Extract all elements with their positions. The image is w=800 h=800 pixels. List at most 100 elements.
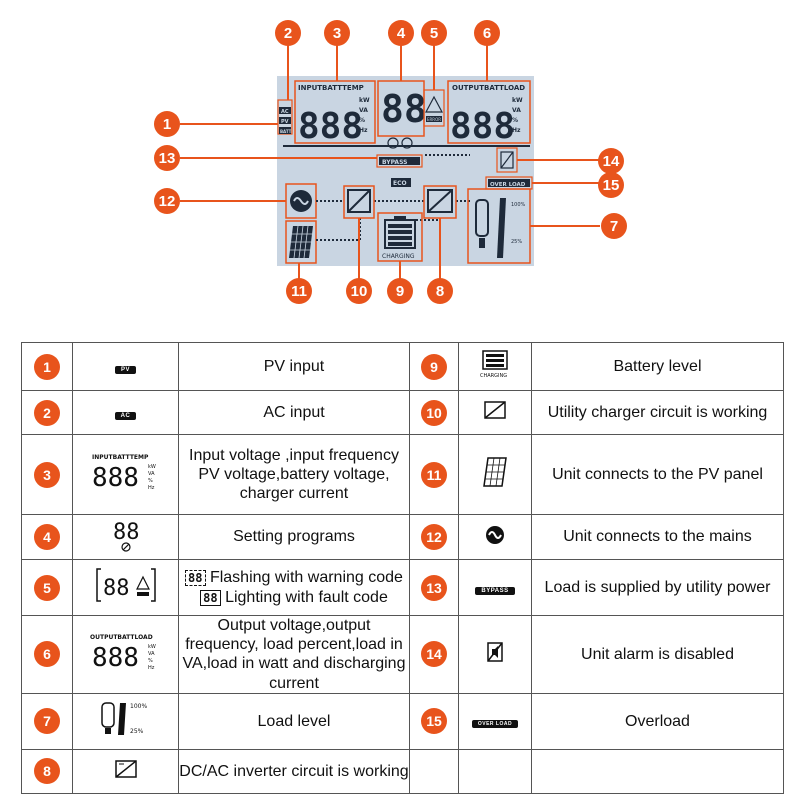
- legend-desc: Unit connects to the mains: [531, 514, 784, 560]
- legend-desc: Overload: [531, 692, 784, 750]
- overload-pill: [488, 179, 530, 187]
- mains-icon: [486, 525, 504, 544]
- setting-icon-b: [401, 137, 413, 149]
- legend-desc: Battery level: [531, 342, 784, 391]
- callout-7: 7: [601, 213, 627, 239]
- setting-digits: 88: [381, 87, 427, 131]
- legend-row: 3 INPUTBATTTEMP 888 kW VA % Hz Input vol…: [21, 434, 784, 515]
- legend-row: 5 88 88 Flashing with warning code 88 Li…: [21, 559, 784, 616]
- legend-desc: Utility charger circuit is working: [531, 390, 784, 435]
- lcd-background: [277, 76, 534, 266]
- callout-8: 8: [427, 278, 453, 304]
- legend-desc: Load level: [178, 692, 410, 750]
- legend-desc: DC/AC inverter circuit is working: [178, 748, 410, 794]
- setting-display-icon: 88: [113, 520, 139, 552]
- svg-text:888: 888: [92, 463, 139, 492]
- callout-11: 11: [286, 278, 312, 304]
- pv-panel-highlight: [285, 220, 317, 264]
- legend-number: 9: [421, 353, 447, 380]
- svg-text:%: %: [148, 658, 153, 664]
- utility-charger-icon: [347, 189, 371, 213]
- input-unit-va: VA: [359, 107, 368, 114]
- callout-4: 4: [388, 20, 414, 46]
- warning-display-icon: 88: [95, 568, 156, 602]
- svg-text:100%: 100%: [130, 703, 147, 710]
- svg-text:VA: VA: [148, 651, 155, 657]
- lcd-diagram: INPUTBATTTEMP 888 kW VA % Hz AC PV BATT …: [0, 0, 800, 330]
- legend-number: 11: [421, 461, 447, 488]
- svg-text:INPUTBATTTEMP: INPUTBATTTEMP: [92, 454, 149, 461]
- inverter-icon: [427, 189, 453, 213]
- warning-desc-flashing: 88 Flashing with warning code: [179, 568, 409, 587]
- eco-pill-label: ECO: [393, 180, 407, 187]
- warning-triangle-icon: [425, 95, 443, 113]
- legend-number: 7: [34, 708, 60, 735]
- legend-row: 1 PV PV input 9 CHARGING Battery level: [21, 342, 784, 391]
- svg-text:88: 88: [103, 576, 130, 601]
- legend-number: 14: [421, 641, 447, 668]
- bypass-pill: [379, 157, 420, 165]
- legend-number: 1: [34, 353, 60, 380]
- legend-desc: Load is supplied by utility power: [531, 559, 784, 616]
- legend-desc: Output voltage,output frequency, load pe…: [178, 615, 410, 694]
- legend-number: 12: [421, 524, 447, 550]
- bypass-highlight: [376, 154, 423, 168]
- svg-text:kW: kW: [148, 464, 156, 470]
- load-level-icon: 100% 25%: [100, 702, 147, 735]
- alarm-disabled-icon: [487, 642, 503, 662]
- legend-number: 2: [34, 399, 60, 426]
- battery-level-icon: CHARGING: [480, 350, 508, 379]
- callout-2: 2: [275, 20, 301, 46]
- batt-pill-label: BATT: [280, 129, 292, 134]
- svg-text:%: %: [148, 478, 153, 484]
- warning-desc-lighting: 88 Lighting with fault code: [179, 588, 409, 607]
- flashing-code-icon: 88: [185, 570, 206, 587]
- input-unit-hz: Hz: [359, 127, 368, 134]
- charging-label: CHARGING: [382, 253, 415, 260]
- callout-5: 5: [421, 20, 447, 46]
- legend-row: 4 88 Setting programs 12 Unit connects t…: [21, 514, 784, 560]
- legend-number: 13: [421, 574, 447, 601]
- output-section-highlight: [447, 80, 531, 144]
- input-section-highlight: [294, 80, 376, 144]
- ac-pill: [279, 107, 291, 114]
- output-unit-pct: %: [512, 117, 518, 124]
- output-unit-kw: kW: [512, 97, 523, 104]
- output-display-icon: OUTPUTBATTLOAD 888 kW VA % Hz: [90, 634, 156, 673]
- legend-number: 4: [34, 524, 60, 550]
- callout-1: 1: [154, 111, 180, 137]
- pv-pill-label: PV: [281, 119, 289, 125]
- legend-table: 1 PV PV input 9 CHARGING Battery level 2…: [21, 342, 784, 794]
- svg-text:Hz: Hz: [148, 665, 155, 671]
- svg-text:25%: 25%: [130, 728, 144, 735]
- input-header-label: INPUTBATTTEMP: [298, 84, 364, 92]
- callout-10: 10: [346, 278, 372, 304]
- error-pill-label: ERROR: [427, 117, 441, 122]
- input-digits: 888: [298, 106, 363, 147]
- inverter-icon: [114, 760, 137, 778]
- legend-number: 10: [421, 399, 447, 426]
- legend-row: 7 100% 25% Load level 15 OVER LOAD Overl…: [21, 692, 784, 750]
- legend-desc: Unit alarm is disabled: [531, 615, 784, 694]
- overload-pill-label: OVER LOAD: [490, 182, 526, 188]
- load-25-label: 25%: [511, 239, 522, 245]
- pv-panel-icon: [483, 457, 507, 487]
- legend-number: 3: [34, 461, 60, 488]
- output-header-label: OUTPUTBATTLOAD: [452, 84, 525, 92]
- load-bulb-icon: [475, 199, 489, 237]
- callout-14: 14: [598, 148, 624, 174]
- callout-9: 9: [387, 278, 413, 304]
- legend-desc: AC input: [178, 390, 410, 435]
- error-pill: [426, 116, 442, 122]
- legend-number: 8: [34, 758, 60, 785]
- lighting-code-icon: 88: [200, 589, 221, 606]
- pv-pill: [279, 117, 291, 124]
- overload-pill-icon: OVER LOAD: [471, 720, 519, 729]
- flashing-desc: Flashing with warning code: [209, 569, 403, 587]
- legend-desc: Setting programs: [178, 514, 410, 560]
- callout-12: 12: [154, 188, 180, 214]
- callout-6: 6: [474, 20, 500, 46]
- lighting-desc: Lighting with fault code: [225, 588, 388, 606]
- eco-pill: [391, 178, 411, 187]
- bypass-pill-icon: BYPASS: [475, 586, 515, 595]
